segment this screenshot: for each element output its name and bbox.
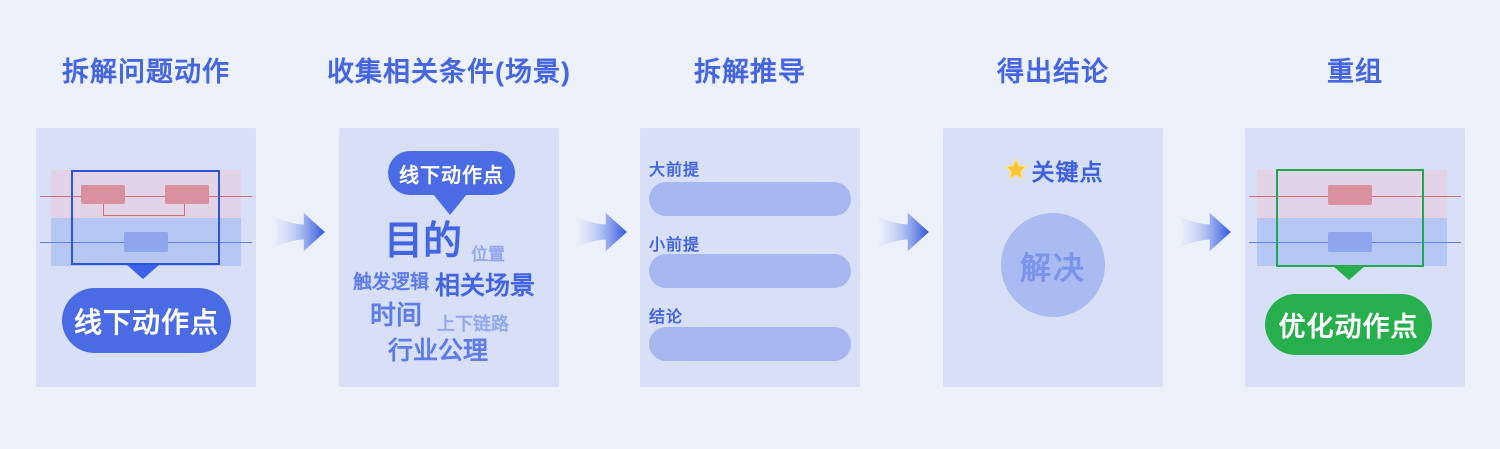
key-point-row: 关键点 — [943, 153, 1163, 187]
cloud-word: 时间 — [370, 300, 423, 330]
focus-frame — [71, 170, 220, 265]
step-title: 拆解推导 — [694, 57, 806, 87]
optimized-focus-frame — [1276, 169, 1424, 267]
step-recompose: 重组 优化动作点 — [1245, 0, 1465, 449]
triangle-down-icon — [1333, 266, 1365, 280]
offline-action-pill: 线下动作点 — [62, 288, 231, 353]
triangle-down-icon — [433, 194, 467, 215]
triangle-down-icon — [127, 265, 159, 279]
cloud-word: 位置 — [471, 245, 505, 264]
problem-node — [165, 185, 209, 204]
arrow-right-icon — [1178, 212, 1231, 252]
solve-circle: 解决 — [1001, 213, 1105, 317]
step-title: 重组 — [1327, 57, 1383, 87]
key-point-panel: 关键点 解决 — [943, 128, 1163, 387]
key-point-label: 关键点 — [1031, 159, 1104, 185]
step-title: 收集相关条件(场景) — [327, 57, 571, 87]
premise-placeholder — [649, 182, 851, 216]
node-connector-line — [103, 203, 185, 216]
step-conclusion: 得出结论 关键点 解决 — [943, 0, 1163, 449]
cloud-word: 上下链路 — [437, 314, 509, 334]
arrow-right-icon — [876, 212, 929, 252]
step-derivation: 拆解推导 大前提 小前提 结论 — [640, 0, 860, 449]
step-collect-conditions: 收集相关条件(场景) 线下动作点 目的 位置 触发逻辑 相关场景 时间 上下链路… — [327, 0, 570, 449]
conclusion-placeholder — [649, 327, 851, 361]
cloud-word: 触发逻辑 — [353, 272, 430, 293]
arrow-right-icon — [272, 212, 325, 252]
wireframe-panel: 线下动作点 — [36, 128, 256, 387]
cloud-word: 相关场景 — [435, 272, 536, 300]
step-decompose-actions: 拆解问题动作 线下动作点 — [36, 0, 256, 449]
minor-premise-label: 小前提 — [649, 237, 701, 254]
cloud-word: 目的 — [384, 220, 463, 263]
step-title: 得出结论 — [997, 57, 1109, 87]
step-title: 拆解问题动作 — [62, 57, 230, 87]
wireframe-panel-optimized: 优化动作点 — [1245, 128, 1465, 387]
action-node — [1328, 232, 1372, 252]
offline-action-bubble: 线下动作点 — [388, 151, 515, 195]
problem-node — [81, 185, 125, 204]
conclusion-label: 结论 — [649, 309, 684, 326]
word-cloud-panel: 线下动作点 目的 位置 触发逻辑 相关场景 时间 上下链路 行业公理 — [339, 128, 559, 387]
arrow-right-icon — [574, 212, 627, 252]
premise-panel: 大前提 小前提 结论 — [640, 128, 860, 387]
red-flow-line — [40, 196, 252, 197]
major-premise-label: 大前提 — [649, 162, 701, 179]
action-node — [124, 232, 168, 252]
problem-node — [1328, 185, 1372, 205]
optimized-action-pill: 优化动作点 — [1265, 294, 1432, 355]
premise-placeholder — [649, 254, 851, 288]
star-icon — [1004, 158, 1027, 180]
cloud-word: 行业公理 — [388, 337, 489, 365]
